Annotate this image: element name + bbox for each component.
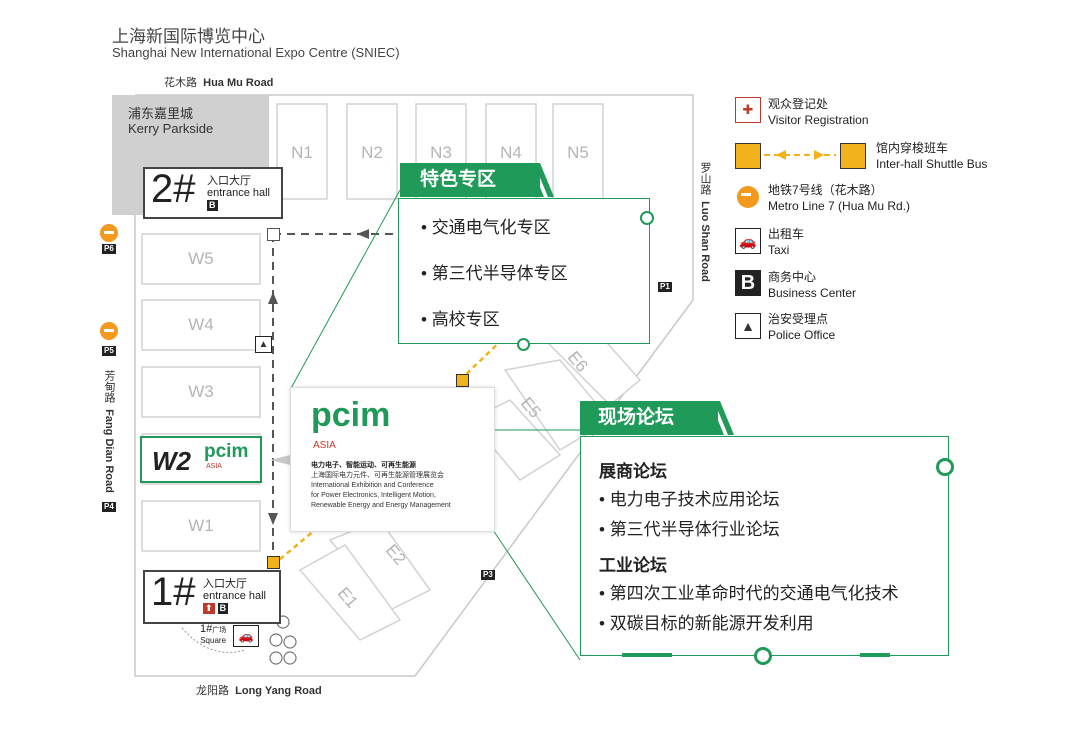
road-long-yang: 龙阳路 Long Yang Road xyxy=(196,685,322,697)
kerry-parkside-label: 浦东嘉里城 Kerry Parkside xyxy=(128,106,214,136)
hall-n3[interactable]: N3 xyxy=(430,143,452,162)
pcim-asia: ASIA xyxy=(313,440,336,451)
metro-icon xyxy=(100,224,118,242)
panel-node-icon xyxy=(517,338,530,351)
shuttle-bus-icon xyxy=(456,374,469,387)
tab-stripes-decor xyxy=(520,163,554,197)
map-title-cn: 上海新国际博览中心 xyxy=(112,27,265,46)
tab-stripes-decor xyxy=(700,401,734,435)
pcim-desc-en-3: Renewable Energy and Energy Management xyxy=(311,502,451,509)
parking-p6: P6 xyxy=(102,244,116,254)
entrance-1-number: 1# xyxy=(151,570,196,614)
special-zone-item: • 第三代半导体专区 xyxy=(421,264,568,283)
visitor-registration-icon: ⬆ xyxy=(203,603,215,614)
shuttle-route-icon xyxy=(764,150,836,160)
road-hua-mu: 花木路 Hua Mu Road xyxy=(164,77,274,89)
shuttle-bus-icon xyxy=(735,143,761,169)
pcim-desc-en-2: for Power Electronics, Intelligent Motio… xyxy=(311,492,436,499)
parking-p3: P3 xyxy=(481,570,495,580)
entrance-hall-2[interactable]: 2# 入口大厅 entrance hall B xyxy=(143,167,283,219)
business-center-icon: B xyxy=(207,200,218,211)
special-zone-panel[interactable]: • 交通电气化专区 • 第三代半导体专区 • 高校专区 xyxy=(398,198,650,344)
entrance-2-number: 2# xyxy=(151,167,196,211)
entrance-2-cn: 入口大厅 xyxy=(207,175,251,187)
forum-item: • 第三代半导体行业论坛 xyxy=(599,520,780,539)
parking-p1: P1 xyxy=(658,282,672,292)
hall-w3[interactable]: W3 xyxy=(188,382,214,401)
hall-w1[interactable]: W1 xyxy=(188,516,214,535)
metro-icon xyxy=(100,322,118,340)
parking-p5: P5 xyxy=(102,346,116,356)
entrance-1-cn: 入口大厅 xyxy=(203,578,247,590)
police-office-icon: ▲ xyxy=(255,336,272,353)
hall-n1[interactable]: N1 xyxy=(291,143,313,162)
taxi-icon: 🚗 xyxy=(233,625,259,647)
hall-n2[interactable]: N2 xyxy=(361,143,383,162)
shuttle-bus-icon xyxy=(267,556,280,569)
entrance-1-en: entrance hall xyxy=(203,590,266,602)
hall-w5[interactable]: W5 xyxy=(188,249,214,268)
road-luo-shan: 罗山路 Luo Shan Road xyxy=(699,162,711,282)
forum-panel[interactable]: 展商论坛 • 电力电子技术应用论坛 • 第三代半导体行业论坛 工业论坛 • 第四… xyxy=(580,436,949,656)
forum-section-exhibitor: 展商论坛 xyxy=(599,462,667,481)
visitor-registration-icon: ✚ xyxy=(735,97,761,123)
panel-accent-bar xyxy=(860,653,890,657)
parking-p4: P4 xyxy=(102,502,116,512)
special-zone-item: • 交通电气化专区 xyxy=(421,218,551,237)
forum-item: • 双碳目标的新能源开发利用 xyxy=(599,614,814,633)
road-fang-dian: 芳甸路 Fang Dian Road xyxy=(103,370,115,493)
forum-item: • 电力电子技术应用论坛 xyxy=(599,490,780,509)
business-center-icon: B xyxy=(735,270,761,296)
police-office-icon: ▲ xyxy=(735,313,761,339)
shuttle-bus-icon xyxy=(840,143,866,169)
map-title-en: Shanghai New International Expo Centre (… xyxy=(112,45,400,60)
panel-accent-bar xyxy=(622,653,672,657)
forum-title: 现场论坛 xyxy=(580,401,718,435)
legend-metro: 地铁7号线（花木路）Metro Line 7 (Hua Mu Rd.) xyxy=(768,183,911,213)
pcim-desc-en-1: International Exhibition and Conference xyxy=(311,482,434,489)
special-zone-title: 特色专区 xyxy=(400,163,540,197)
forum-section-industry: 工业论坛 xyxy=(599,556,667,575)
hall-n4[interactable]: N4 xyxy=(500,143,522,162)
forum-item: • 第四次工业革命时代的交通电气化技术 xyxy=(599,584,899,603)
taxi-icon: 🚗 xyxy=(735,228,761,254)
metro-icon xyxy=(737,186,759,208)
shuttle-stop-icon xyxy=(267,228,280,241)
entrance-hall-1[interactable]: 1# 入口大厅 entrance hall ⬆ B xyxy=(143,570,281,624)
pcim-desc-cn: 上海国际电力元件、可再生能源管理展览会 xyxy=(311,472,444,479)
pcim-tagline: 电力电子、智能运动、可再生能源 xyxy=(311,462,416,469)
special-zone-item: • 高校专区 xyxy=(421,310,500,329)
pcim-sub-small: ASIA xyxy=(206,463,222,470)
business-center-icon: B xyxy=(217,603,229,614)
pcim-logo-small: pcim xyxy=(204,441,249,462)
pcim-logo: pcim xyxy=(311,396,391,434)
panel-node-icon xyxy=(936,458,954,476)
square-label: 1#广场 Square xyxy=(200,623,227,646)
hall-w2-pcim[interactable]: W2 pcim ASIA xyxy=(140,436,262,483)
hall-w4[interactable]: W4 xyxy=(188,315,214,334)
hall-n5[interactable]: N5 xyxy=(567,143,589,162)
entrance-2-en: entrance hall xyxy=(207,187,270,199)
panel-node-icon xyxy=(754,647,772,665)
panel-node-icon xyxy=(640,211,654,225)
hall-w2-label: W2 xyxy=(152,446,191,476)
pcim-info-card[interactable]: pcim ASIA 电力电子、智能运动、可再生能源 上海国际电力元件、可再生能源… xyxy=(290,387,495,532)
